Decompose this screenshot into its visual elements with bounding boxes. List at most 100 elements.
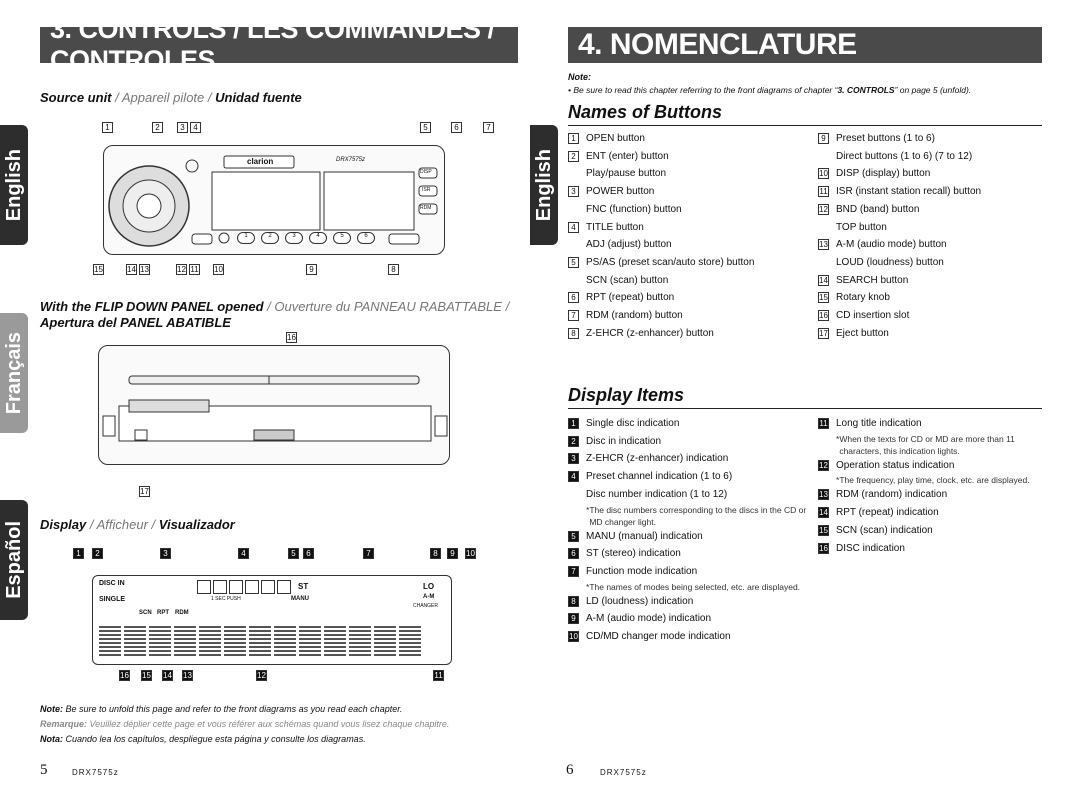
callout: 2 <box>152 122 163 133</box>
list-subnote: * The names of modes being selected, etc… <box>568 581 808 593</box>
callout: 11 <box>433 670 444 681</box>
list-item-text: MANU (manual) indication <box>586 530 703 542</box>
list-item-text: Disc in indication <box>586 435 662 447</box>
rdm-indicator: RDM <box>175 610 189 616</box>
list-item-text: SCN (scan) button <box>586 274 669 286</box>
callout: 5 <box>420 122 431 133</box>
list-item-text: TOP button <box>836 221 887 233</box>
list-item-text: ISR (instant station recall) button <box>836 186 982 198</box>
source-unit-faceplate: clarion DRX7575z DISP ISR RDM 1 2 3 4 5 … <box>103 145 445 255</box>
bottom-notes: Note: Be sure to unfold this page and re… <box>40 702 449 747</box>
list-item-text: FNC (function) button <box>586 203 682 215</box>
tab-english-left[interactable]: English <box>0 125 28 245</box>
list-item: 16 DISC indication <box>818 540 1048 558</box>
callout: 2 <box>92 548 103 559</box>
list-item-text: TITLE button <box>586 221 644 233</box>
nomenclature-header: 4. NOMENCLATURE <box>568 27 1042 63</box>
brand-logo: clarion <box>247 157 274 166</box>
disc-in-indicator: DISC IN <box>99 580 125 587</box>
tab-english-right[interactable]: English <box>530 125 558 245</box>
item-number: 12 <box>818 459 829 471</box>
item-number: 4 <box>568 471 579 483</box>
preset-button-4[interactable]: 4 <box>309 232 327 244</box>
asterisk: * <box>836 433 840 444</box>
dot-matrix-row <box>99 624 421 656</box>
list-item-text: A-M (audio mode) button <box>836 239 947 251</box>
list-item-text: DISC indication <box>836 542 905 554</box>
list-item-text: Direct buttons (1 to 6) (7 to 12) <box>836 150 973 162</box>
item-number: 3 <box>568 453 579 465</box>
item-number: 1 <box>568 418 579 429</box>
list-item-text: Function mode indication <box>586 565 698 577</box>
tab-espanol[interactable]: Español <box>0 500 28 620</box>
callout: 8 <box>430 548 441 559</box>
list-item-text: Play/pause button <box>586 168 667 180</box>
item-number: 17 <box>818 327 829 339</box>
unit-model: DRX7575z <box>336 157 366 163</box>
list-item-text: Eject button <box>836 327 889 339</box>
display-heading: Display / Afficheur / Visualizador <box>40 517 235 532</box>
item-number: 14 <box>818 507 829 519</box>
list-item-text: The names of modes being selected, etc. … <box>589 581 801 592</box>
tab-label: English <box>532 148 555 222</box>
note-text: • Be sure to read this chapter referring… <box>568 85 972 95</box>
rpt-indicator: RPT <box>157 610 169 616</box>
lo-indicator: LO <box>423 582 435 591</box>
item-number: 5 <box>568 256 579 268</box>
list-item-text: PS/AS (preset scan/auto store) button <box>586 256 755 268</box>
preset-button-1[interactable]: 1 <box>237 232 255 244</box>
list-item: 2 Disc in indication <box>568 433 808 451</box>
isr-button[interactable]: ISR <box>422 187 431 193</box>
asterisk: * <box>586 581 590 592</box>
item-number: 13 <box>818 239 829 251</box>
rdm-button[interactable]: RDM <box>420 205 432 211</box>
list-item-text: BND (band) button <box>836 203 920 215</box>
item-number: 16 <box>818 310 829 322</box>
list-item-text: Operation status indication <box>836 459 955 471</box>
list-item-text: CD insertion slot <box>836 310 910 322</box>
list-item: 13 A-M (audio mode) button <box>818 236 1048 254</box>
item-number: 16 <box>818 542 829 554</box>
callout: 5 <box>288 548 299 559</box>
preset-button-2[interactable]: 2 <box>261 232 279 244</box>
callout: 10 <box>465 548 476 559</box>
list-item-text: CD/MD changer mode indication <box>586 631 731 643</box>
preset-button-5[interactable]: 5 <box>333 232 351 244</box>
list-item-continuation: TOP button <box>818 219 1048 237</box>
tab-francais[interactable]: Français <box>0 313 28 433</box>
callout: 8 <box>388 264 399 275</box>
list-item-text: The disc numbers corresponding to the di… <box>589 504 807 527</box>
callout: 14 <box>162 670 173 681</box>
preset-button-3[interactable]: 3 <box>285 232 303 244</box>
faceplate-drawing <box>108 155 438 247</box>
callout: 15 <box>93 264 104 275</box>
page-number-right: 6 <box>566 762 574 778</box>
list-item-text: RDM (random) button <box>586 310 683 322</box>
list-item: 16 CD insertion slot <box>818 307 1048 325</box>
list-item-text: When the texts for CD or MD are more tha… <box>839 433 1015 456</box>
sec-push-label: 1 SEC PUSH <box>211 596 241 602</box>
preset-button-6[interactable]: 6 <box>357 232 375 244</box>
list-subnote: * When the texts for CD or MD are more t… <box>818 433 1048 457</box>
list-item-text: ADJ (adjust) button <box>586 239 672 251</box>
list-item-text: DISP (display) button <box>836 168 931 180</box>
item-number: 2 <box>568 435 579 447</box>
callout: 17 <box>139 486 150 497</box>
note-es: Nota: Cuando lea los capítulos, desplieg… <box>40 734 366 744</box>
disp-button[interactable]: DISP <box>420 169 432 175</box>
list-item-continuation: Play/pause button <box>568 165 813 183</box>
